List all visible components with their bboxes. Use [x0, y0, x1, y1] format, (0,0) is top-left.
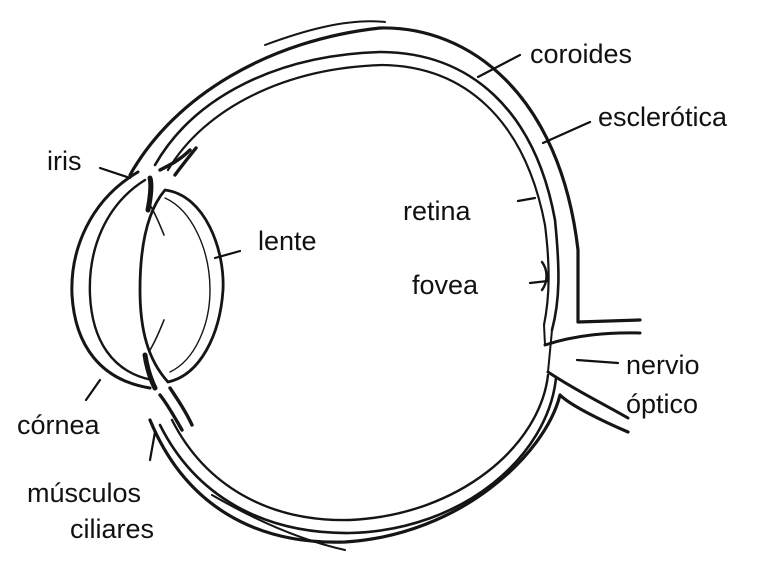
- leader-cornea: [86, 380, 100, 400]
- sclera-outer-arc-upper: [130, 28, 640, 322]
- label-musculos: músculos: [27, 478, 141, 508]
- ciliary-body-lower: [160, 388, 192, 430]
- lens-outline: [140, 190, 223, 382]
- label-esclerotica: esclerótica: [598, 102, 728, 132]
- label-coroides: coroides: [530, 39, 632, 69]
- label-lente: lente: [258, 226, 317, 256]
- label-cornea: córnea: [17, 410, 101, 440]
- ciliary-zonules: [150, 205, 164, 350]
- leader-iris: [100, 168, 130, 178]
- label-ciliares: ciliares: [70, 514, 154, 544]
- ciliary-body-upper: [160, 148, 196, 175]
- retina-lower: [172, 375, 548, 520]
- label-nervio: nervio: [626, 350, 700, 380]
- label-iris: iris: [47, 146, 82, 176]
- label-fovea: fovea: [412, 270, 479, 300]
- choroid-layer: [155, 52, 558, 330]
- leader-musculos: [150, 432, 155, 460]
- leader-nervio: [577, 360, 618, 363]
- optic-nerve-lower: [545, 333, 640, 345]
- leader-esclerotica: [543, 122, 590, 143]
- sclera-upper-fibers: [265, 21, 385, 45]
- optic-disc: [544, 325, 552, 372]
- label-optico: óptico: [626, 389, 698, 419]
- leader-retina: [518, 198, 535, 201]
- retina-layer: [168, 65, 549, 325]
- cornea-inner: [90, 180, 152, 380]
- lens-inner: [165, 198, 210, 372]
- sclera-outer-arc-lower: [150, 395, 628, 542]
- label-retina: retina: [403, 196, 472, 226]
- fovea-notch: [542, 262, 547, 290]
